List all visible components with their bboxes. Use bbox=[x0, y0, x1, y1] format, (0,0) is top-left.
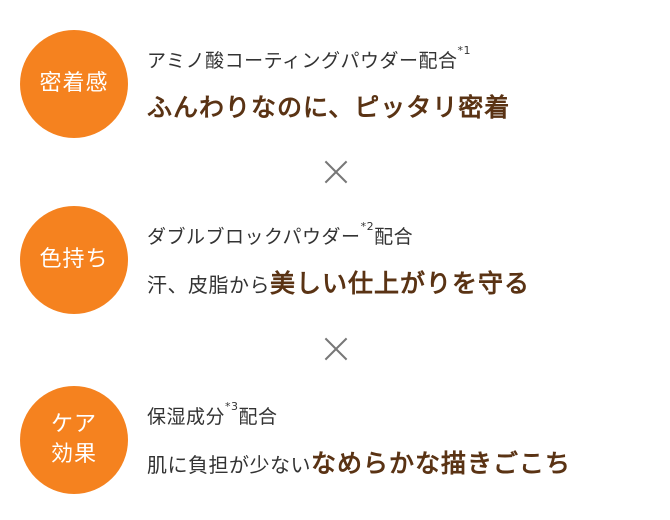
badge-color-hold: 色持ち bbox=[20, 206, 128, 314]
badge-label: 密着感 bbox=[39, 71, 109, 97]
badge-label: ケア 効果 bbox=[51, 410, 97, 469]
subtitle-text: アミノ酸コーティングパウダー配合 bbox=[147, 50, 458, 72]
times-icon bbox=[324, 337, 348, 361]
badge-line-2: 効果 bbox=[50, 442, 97, 467]
footnote-mark: *1 bbox=[457, 44, 471, 57]
feature-headline: 肌に負担が少ないなめらかな描きごこち bbox=[147, 444, 571, 480]
feature-care: ケア 効果 保湿成分*3配合 肌に負担が少ないなめらかな描きごこち bbox=[0, 386, 670, 496]
headline-prefix: 汗、皮脂から bbox=[147, 273, 270, 297]
subtitle-suffix: 配合 bbox=[238, 406, 278, 428]
headline-text: 美しい仕上がりを守る bbox=[270, 269, 531, 298]
feature-headline: ふんわりなのに、ピッタリ密着 bbox=[147, 88, 510, 124]
feature-subtitle: ダブルブロックパウダー*2配合 bbox=[147, 220, 414, 249]
times-icon bbox=[324, 160, 348, 184]
feature-color-hold: 色持ち ダブルブロックパウダー*2配合 汗、皮脂から美しい仕上がりを守る bbox=[0, 206, 670, 316]
feature-adhesion: 密着感 アミノ酸コーティングパウダー配合*1 ふんわりなのに、ピッタリ密着 bbox=[0, 30, 670, 140]
footnote-mark: *2 bbox=[360, 220, 375, 233]
feature-headline: 汗、皮脂から美しい仕上がりを守る bbox=[147, 264, 530, 300]
badge-adhesion: 密着感 bbox=[20, 30, 128, 138]
headline-text: なめらかな描きごこち bbox=[311, 449, 572, 478]
headline-prefix: 肌に負担が少ない bbox=[147, 453, 311, 477]
badge-line-1: ケア bbox=[50, 412, 97, 438]
footnote-mark: *3 bbox=[225, 400, 239, 413]
feature-subtitle: 保湿成分*3配合 bbox=[147, 400, 278, 429]
headline-text: ふんわりなのに、ピッタリ密着 bbox=[147, 93, 511, 122]
subtitle-text: 保湿成分 bbox=[147, 406, 226, 428]
badge-label: 色持ち bbox=[39, 247, 109, 273]
subtitle-text: ダブルブロックパウダー bbox=[147, 226, 361, 248]
feature-subtitle: アミノ酸コーティングパウダー配合*1 bbox=[147, 44, 471, 73]
badge-care: ケア 効果 bbox=[20, 386, 128, 494]
subtitle-suffix: 配合 bbox=[374, 226, 414, 248]
